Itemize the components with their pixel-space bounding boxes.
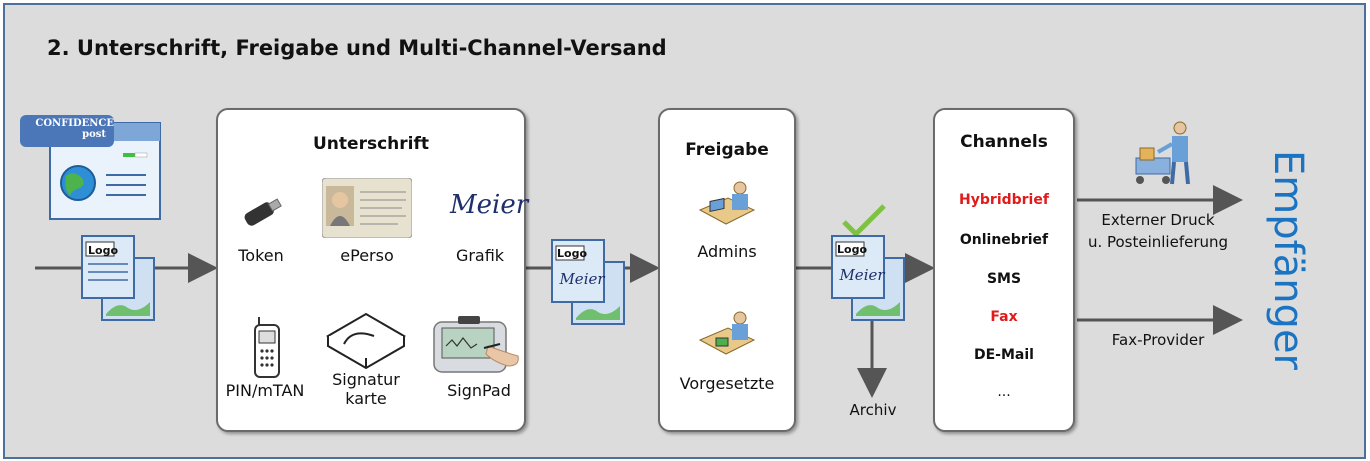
admin-desk-icon — [698, 181, 756, 225]
unterschrift-box: Unterschrift Token ePerso Meier Grafik — [216, 108, 529, 432]
recipient-label: Empfänger — [1265, 149, 1311, 371]
signed-document-stack — [551, 239, 625, 325]
channel-onlinebrief: Onlinebrief — [959, 232, 1049, 248]
doc-logo-label-3: Logo — [837, 243, 867, 256]
pin-mtan-label: PIN/mTAN — [225, 381, 305, 400]
doc-signature-2: Meier — [839, 266, 885, 284]
signature-graphic: Meier — [450, 190, 529, 220]
signpad-label: SignPad — [447, 381, 511, 400]
channel-demail: DE-Mail — [974, 347, 1034, 363]
freigabe-header: Freigabe — [685, 140, 769, 160]
vorgesetzte-label: Vorgesetzte — [679, 374, 775, 393]
channels-box: Channels Hybridbrief Onlinebrief SMS Fax… — [933, 108, 1075, 432]
signaturkarte-label: Signatur karte — [332, 370, 400, 408]
signpad-icon — [433, 316, 519, 373]
channel-fax: Fax — [990, 309, 1018, 325]
id-card-icon — [322, 178, 412, 238]
doc-signature: Meier — [559, 270, 605, 288]
token-label: Token — [238, 246, 284, 265]
supervisor-desk-icon — [698, 311, 756, 355]
channel-hybridbrief: Hybridbrief — [959, 192, 1049, 208]
eperso-label: ePerso — [340, 246, 394, 265]
admins-label: Admins — [697, 242, 757, 261]
channels-header: Channels — [960, 132, 1048, 152]
checkmark-icon — [842, 204, 886, 238]
freigabe-box: Freigabe Admins Vorgesetzte — [658, 108, 796, 432]
grafik-label: Grafik — [455, 246, 505, 265]
approved-document-stack — [831, 235, 905, 321]
mail-worker-icon — [1135, 121, 1190, 185]
document-stack-input — [81, 235, 155, 321]
doc-logo-label-2: Logo — [557, 247, 587, 260]
usb-token-icon — [244, 198, 282, 226]
druck-label: Externer Druck u. Posteinlieferung — [1087, 211, 1229, 251]
archiv-label: Archiv — [849, 401, 897, 419]
unterschrift-header: Unterschrift — [313, 134, 429, 154]
confidence-window-icon — [20, 115, 161, 220]
doc-logo-label: Logo — [88, 244, 118, 257]
card-reader-icon — [326, 312, 406, 370]
confidence-logo: CONFIDENCE post — [35, 118, 114, 140]
mobile-phone-icon — [254, 317, 280, 378]
channel-more: ... — [997, 384, 1011, 400]
page-title: 2. Unterschrift, Freigabe und Multi-Chan… — [47, 36, 667, 60]
fax-provider-label: Fax-Provider — [1111, 331, 1205, 349]
channel-sms: SMS — [986, 271, 1022, 287]
